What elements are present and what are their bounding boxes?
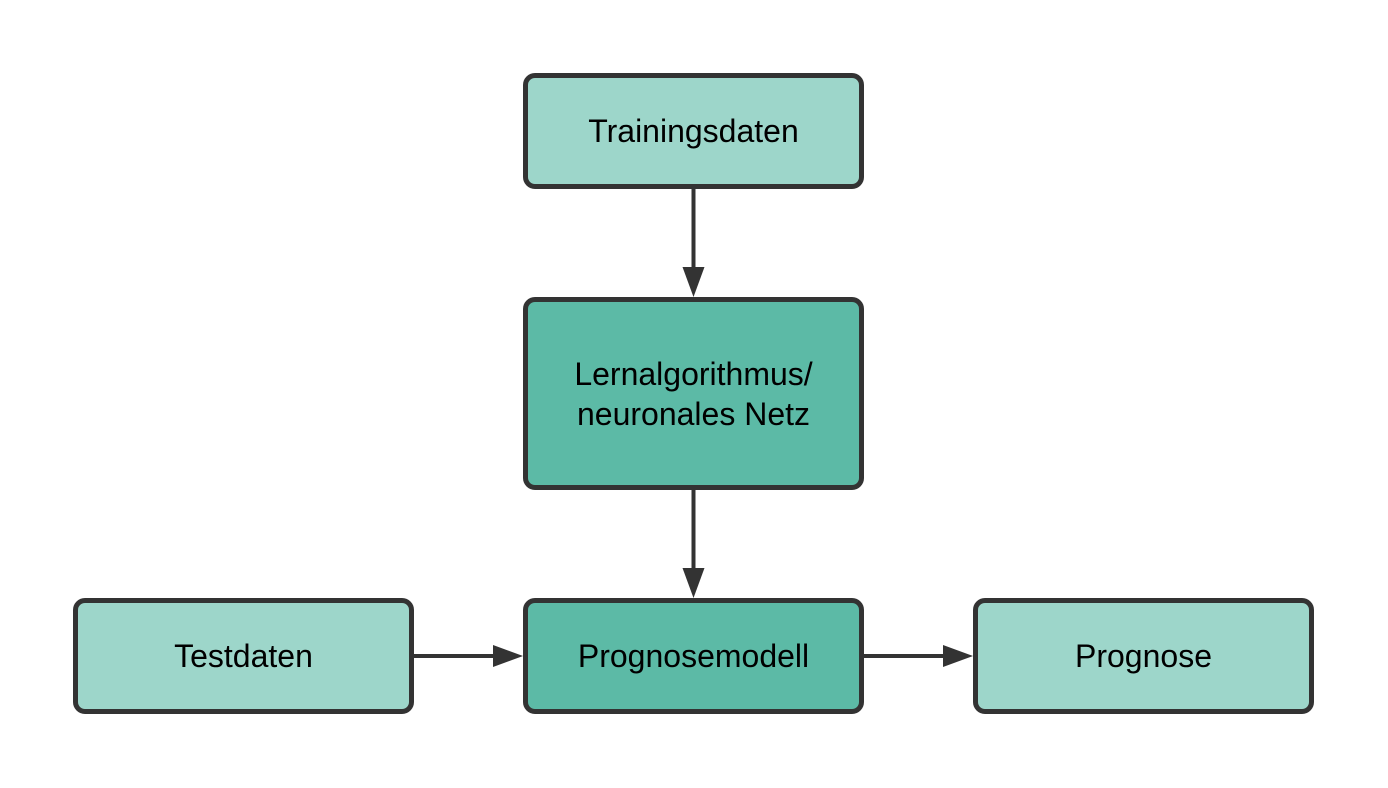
edge-testdaten-to-prognosemodell bbox=[414, 645, 523, 667]
node-prognosemodell-label: Prognosemodell bbox=[577, 638, 810, 674]
node-prognosemodell: Prognosemodell bbox=[523, 598, 864, 714]
edge-prognosemodell-to-prognose bbox=[864, 645, 973, 667]
node-trainingsdaten-label: Trainingsdaten bbox=[588, 113, 799, 149]
arrowhead-icon bbox=[943, 645, 973, 667]
node-testdaten: Testdaten bbox=[73, 598, 414, 714]
node-lernalgorithmus-line2: neuronales Netz bbox=[576, 395, 811, 432]
arrowhead-icon bbox=[682, 568, 705, 598]
arrowhead-icon bbox=[682, 267, 705, 297]
node-lernalgorithmus-line1: Lernalgorithmus/ bbox=[574, 355, 813, 392]
node-testdaten-label: Testdaten bbox=[174, 638, 313, 674]
node-trainingsdaten: Trainingsdaten bbox=[523, 73, 864, 189]
node-lernalgorithmus: Lernalgorithmus/ neuronales Netz bbox=[523, 297, 864, 490]
node-prognose: Prognose bbox=[973, 598, 1314, 714]
edge-lernalgorithmus-to-prognosemodell bbox=[682, 490, 705, 598]
node-prognose-label: Prognose bbox=[1075, 638, 1212, 674]
arrowhead-icon bbox=[493, 645, 523, 667]
edge-trainingsdaten-to-lernalgorithmus bbox=[682, 189, 705, 297]
